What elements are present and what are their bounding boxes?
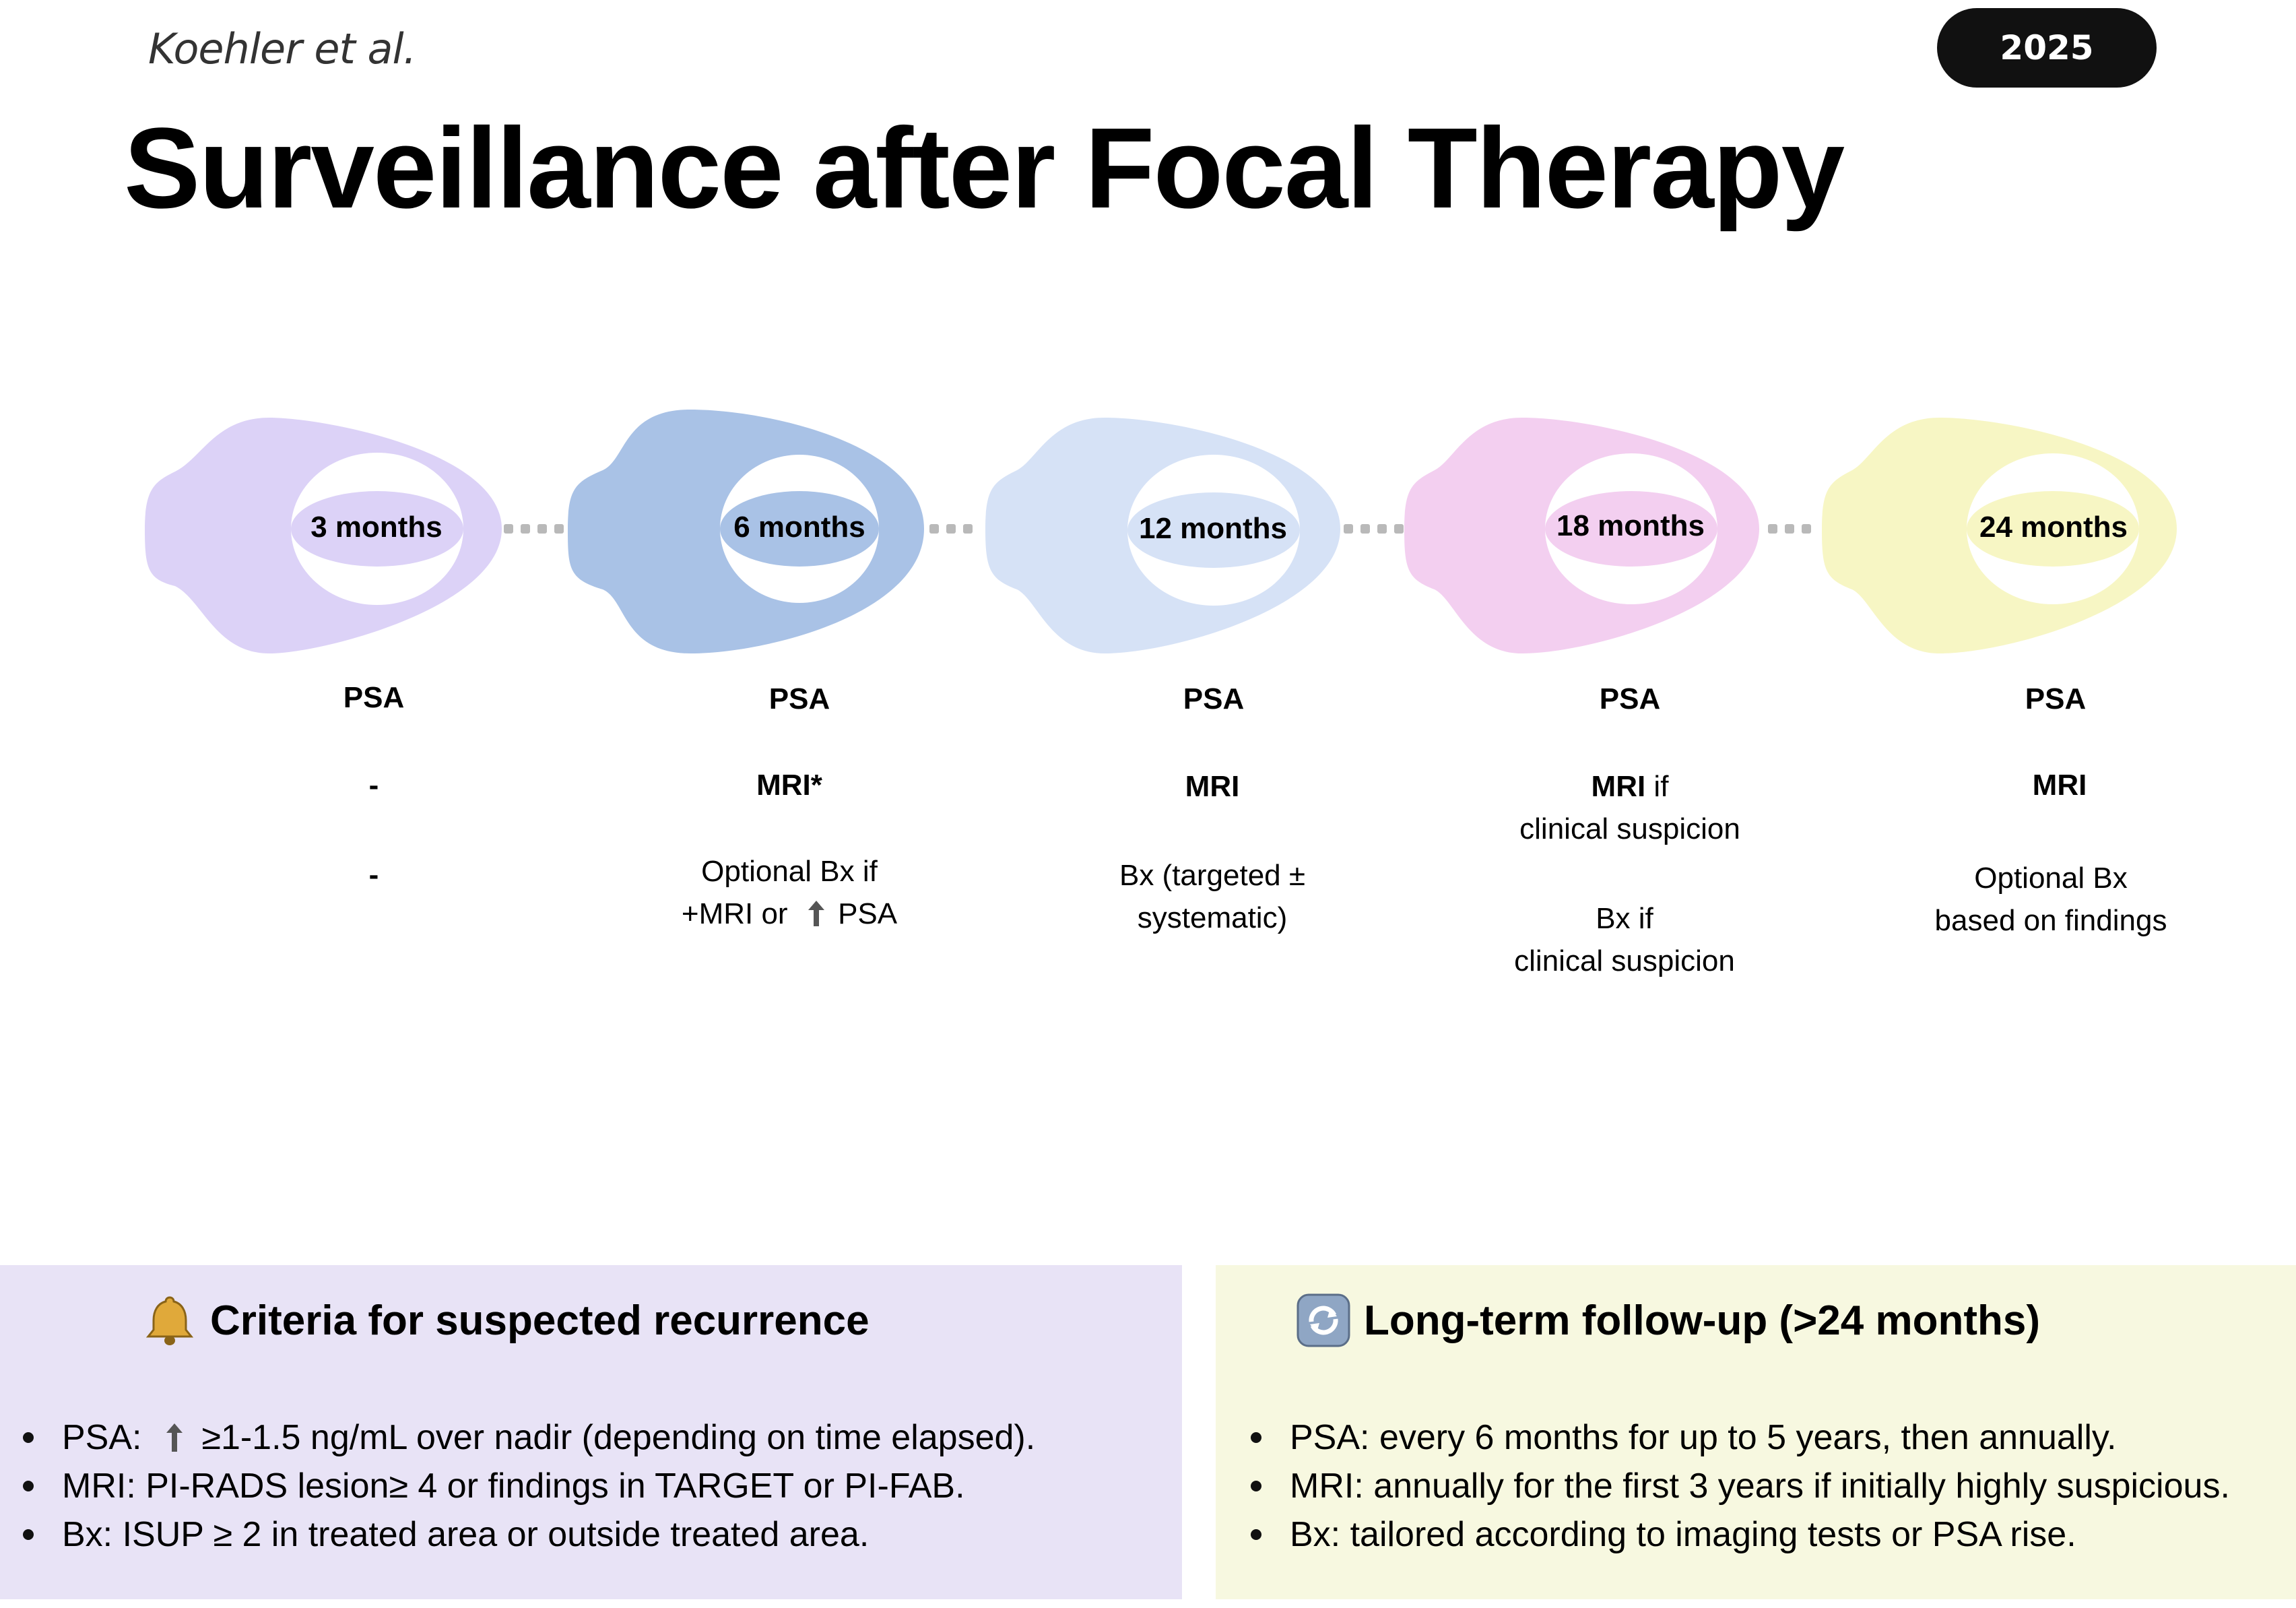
milestone-label-6-months: 6 months [733, 511, 865, 544]
year-badge: 2025 [1937, 8, 2157, 88]
followup-heading-text: Long-term follow-up (>24 months) [1364, 1297, 2040, 1344]
biopsy-24-months-line1: Optional Bx [1974, 862, 2128, 895]
connector-1 [554, 524, 564, 534]
bullet-dot [1251, 1432, 1261, 1443]
biopsy-12-months-line1: Bx (targeted ± [1119, 859, 1306, 892]
psa-3-months: PSA [343, 681, 405, 714]
biopsy-6-months-line2: +MRI or PSA [587, 893, 991, 935]
psa-6-months: PSA [768, 682, 830, 715]
connector-4 [1785, 524, 1794, 534]
followup-mri-text: MRI: annually for the first 3 years if i… [1290, 1467, 2230, 1506]
biopsy-24-months-line2: based on findings [1934, 904, 2167, 937]
milestone-label-24-months: 24 months [1979, 511, 2128, 544]
timeline-shapes [145, 410, 2177, 653]
arrow-up-icon [166, 1423, 183, 1452]
biopsy-24-months: Optional Bx based on findings [1849, 857, 2253, 942]
followup-psa-text: PSA: every 6 months for up to 5 years, t… [1290, 1418, 2117, 1457]
milestone-label-18-months: 18 months [1556, 509, 1705, 542]
mri-3-months: - [368, 769, 379, 802]
refresh-icon [1297, 1293, 1350, 1347]
bullet-dot [1251, 1529, 1261, 1540]
list-item: MRI: PI-RADS lesion≥ 4 or findings in TA… [23, 1462, 1035, 1510]
recurrence-heading: Criteria for suspected recurrence [141, 1292, 870, 1349]
mri-18-months-line1: MRI if [1428, 765, 1832, 808]
mri-18-months-bold: MRI [1591, 770, 1646, 803]
list-item: PSA: ≥1-1.5 ng/mL over nadir (depending … [23, 1413, 1036, 1462]
author-label: Koehler et al. [148, 24, 416, 73]
list-item: MRI: annually for the first 3 years if i… [1251, 1462, 2230, 1510]
mri-6-months: MRI* [756, 769, 822, 802]
connector-3 [1360, 524, 1370, 534]
timeline-connectors [504, 524, 1811, 534]
criteria-bx-text: Bx: ISUP ≥ 2 in treated area or outside … [62, 1515, 870, 1554]
bullet-dot [23, 1481, 34, 1491]
milestone-shape-12-months [985, 418, 1340, 653]
connector-2 [929, 524, 939, 534]
list-item: Bx: tailored according to imaging tests … [1251, 1510, 2230, 1559]
psa-18-months: PSA [1599, 682, 1661, 715]
biopsy-18-months-line1: Bx if [1596, 902, 1653, 935]
biopsy-12-months: Bx (targeted ± systematic) [1010, 854, 1414, 939]
followup-bx-text: Bx: tailored according to imaging tests … [1290, 1515, 2076, 1554]
connector-3 [1394, 524, 1404, 534]
connector-1 [537, 524, 547, 534]
connector-3 [1344, 524, 1353, 534]
psa-12-months: PSA [1183, 682, 1245, 715]
criteria-psa-text: ≥1-1.5 ng/mL over nadir (depending on ti… [201, 1418, 1036, 1457]
bell-icon [145, 1296, 194, 1345]
milestone-shape-18-months [1404, 418, 1759, 653]
biopsy-6-months-line1: Optional Bx if [701, 855, 878, 888]
psa-24-months: PSA [2025, 682, 2087, 715]
milestone-shape-6-months [568, 410, 924, 653]
followup-heading: Long-term follow-up (>24 months) [1295, 1292, 2040, 1349]
arrow-up-icon [808, 901, 824, 926]
recurrence-criteria-panel: Criteria for suspected recurrence PSA: ≥… [0, 1265, 1182, 1599]
milestone-shape-3-months [145, 418, 502, 653]
biopsy-6-months: Optional Bx if +MRI or PSA [587, 850, 991, 935]
mri-18-months: MRI if clinical suspicion [1428, 765, 1832, 850]
bullet-dot [23, 1432, 34, 1443]
biopsy-6-months-suffix: PSA [838, 897, 898, 930]
biopsy-6-months-prefix: +MRI or [681, 897, 788, 930]
biopsy-3-months: - [368, 858, 379, 891]
connector-2 [963, 524, 973, 534]
long-term-followup-panel: Long-term follow-up (>24 months) PSA: ev… [1216, 1265, 2296, 1599]
list-item: PSA: every 6 months for up to 5 years, t… [1251, 1413, 2230, 1462]
milestone-label-3-months: 3 months [310, 511, 442, 544]
recurrence-heading-text: Criteria for suspected recurrence [210, 1297, 870, 1344]
followup-list: PSA: every 6 months for up to 5 years, t… [1251, 1413, 2230, 1559]
criteria-psa-prefix: PSA: [62, 1418, 142, 1457]
criteria-mri-text: MRI: PI-RADS lesion≥ 4 or findings in TA… [62, 1467, 965, 1506]
milestone-shape-24-months [1822, 418, 2177, 653]
biopsy-18-months: Bx if clinical suspicion [1422, 897, 1827, 982]
connector-3 [1377, 524, 1387, 534]
connector-1 [504, 524, 513, 534]
biopsy-12-months-line2: systematic) [1137, 901, 1288, 934]
mri-12-months: MRI [1185, 770, 1240, 803]
page-title: Surveillance after Focal Therapy [124, 104, 1845, 232]
bullet-dot [23, 1529, 34, 1540]
mri-18-months-rest: if [1645, 770, 1669, 803]
mri-18-months-line2: clinical suspicion [1519, 812, 1740, 845]
recurrence-criteria-list: PSA: ≥1-1.5 ng/mL over nadir (depending … [23, 1413, 1036, 1559]
connector-4 [1768, 524, 1777, 534]
mri-24-months: MRI [2032, 769, 2087, 802]
bullet-dot [1251, 1481, 1261, 1491]
connector-1 [521, 524, 530, 534]
surveillance-timeline: 3 months 6 months 12 months 18 months 24… [0, 397, 2296, 680]
milestone-label-12-months: 12 months [1138, 512, 1288, 545]
connector-2 [946, 524, 956, 534]
list-item: Bx: ISUP ≥ 2 in treated area or outside … [23, 1510, 1035, 1559]
connector-4 [1802, 524, 1811, 534]
biopsy-18-months-line2: clinical suspicion [1514, 944, 1735, 977]
